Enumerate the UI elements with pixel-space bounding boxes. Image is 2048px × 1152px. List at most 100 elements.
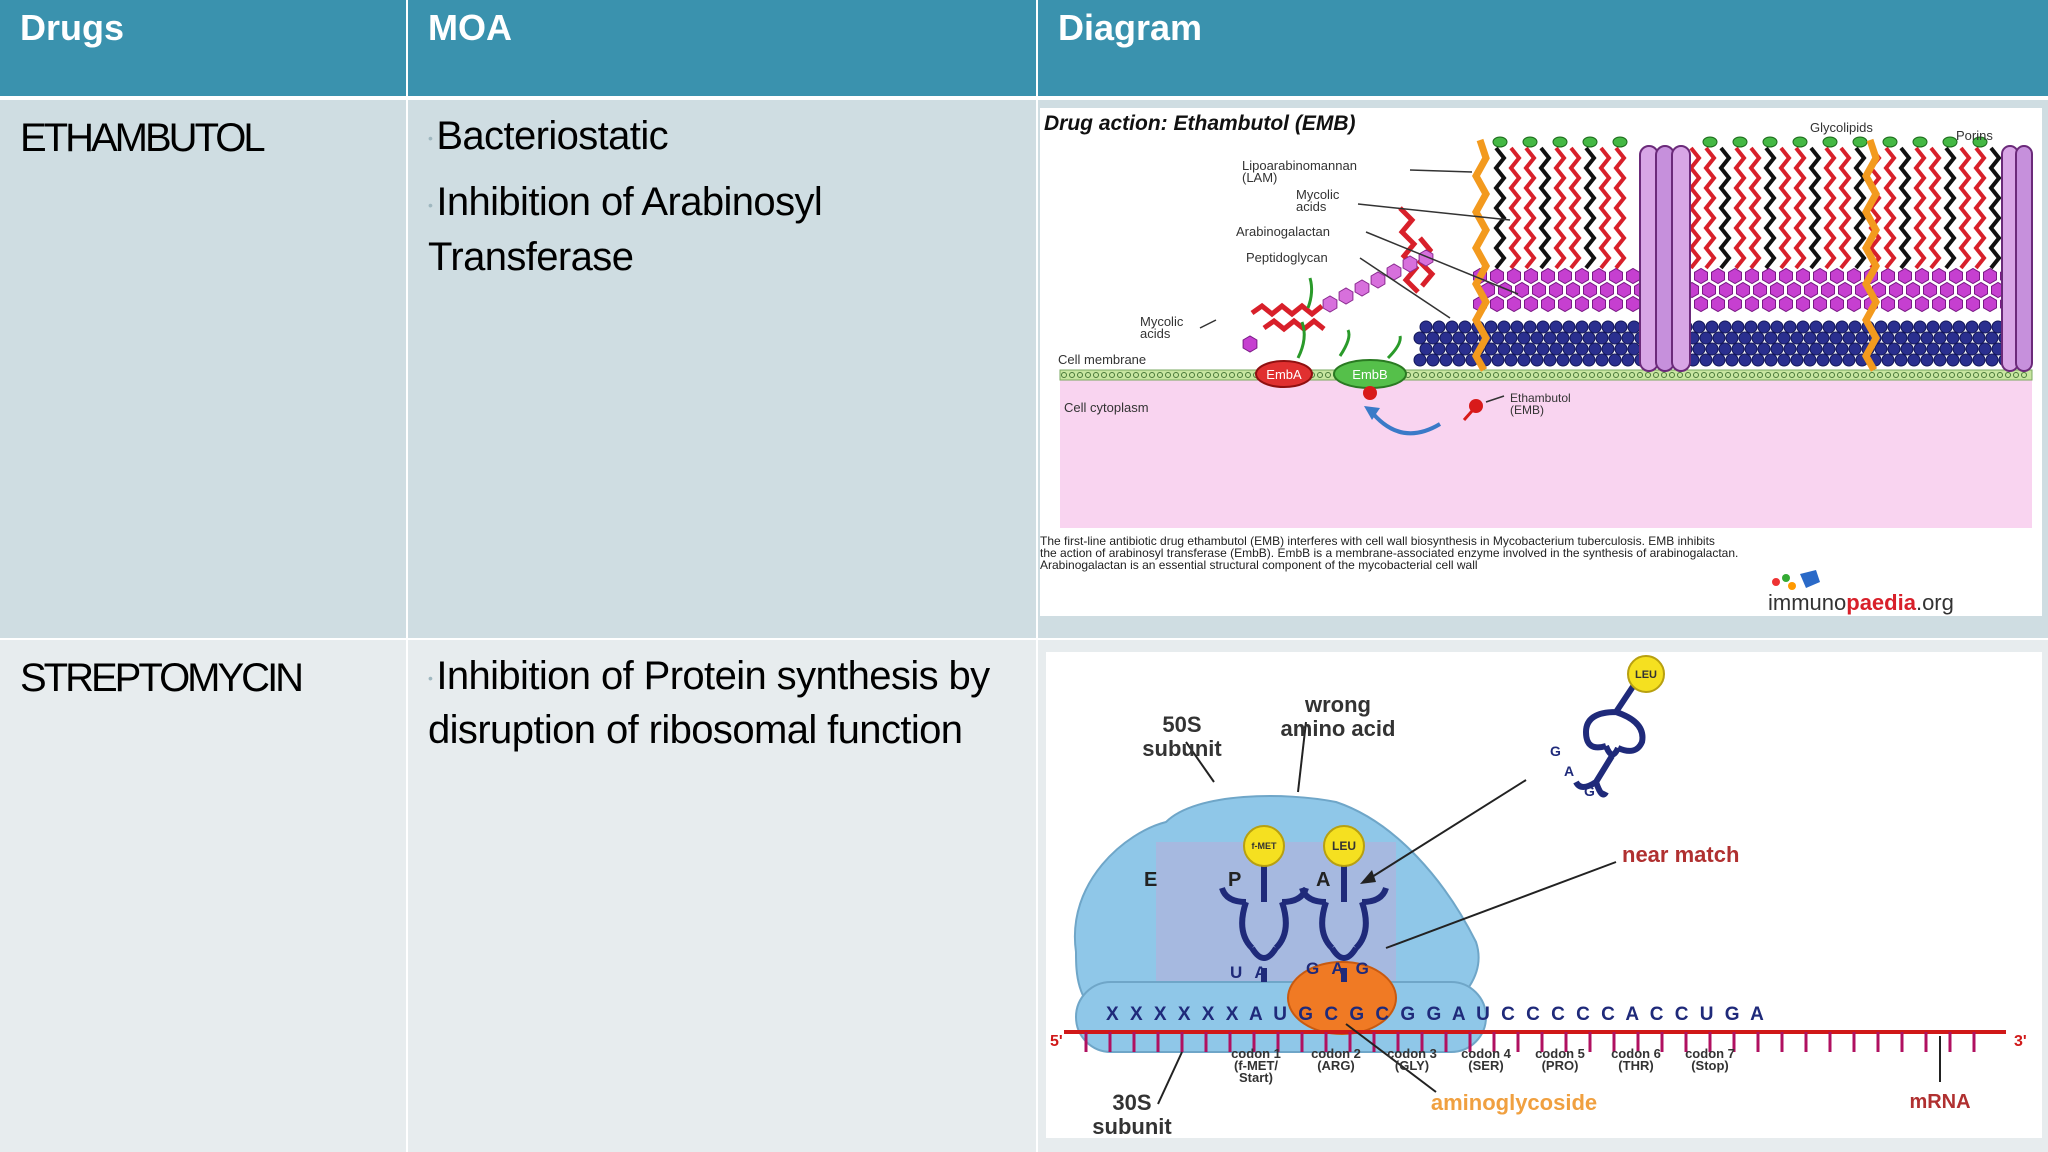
codon-label: codon 7 xyxy=(1685,1046,1735,1061)
arabinogalactan-unit xyxy=(1830,267,1844,285)
porins-label: Porins xyxy=(1956,128,1993,143)
arabinogalactan-unit xyxy=(1906,281,1920,299)
peptidoglycan-unit xyxy=(1881,353,1895,367)
peptidoglycan-unit xyxy=(1952,320,1966,334)
arabinogalactan-label: Arabinogalactan xyxy=(1236,224,1330,239)
peptidoglycan-unit xyxy=(1731,320,1745,334)
arabinogalactan-unit xyxy=(1736,281,1750,299)
a-site-anticodon: G A G xyxy=(1306,959,1373,978)
peptidoglycan-unit xyxy=(1549,320,1563,334)
codon-labels: codon 1(f-MET/Start)codon 2(ARG)codon 3(… xyxy=(1231,1046,1735,1085)
arabinogalactan-unit xyxy=(1787,281,1801,299)
moa-text: Inhibition of Protein synthesis by disru… xyxy=(428,654,990,753)
mycolic-acid-chain xyxy=(1568,146,1582,270)
codon-label: (PRO) xyxy=(1542,1058,1579,1073)
peptidoglycan-unit xyxy=(1413,353,1427,367)
moa-item: •Inhibition of Arabinosyl Transferase xyxy=(428,176,1036,282)
mycolic-acid-chain xyxy=(1703,146,1717,270)
arabinogalactan-unit xyxy=(1949,295,1963,313)
peptidoglycan-label: Peptidoglycan xyxy=(1246,250,1328,265)
peptidoglycan-unit xyxy=(1458,342,1472,356)
glycolipid-head xyxy=(1912,136,1928,148)
peptidoglycan-unit xyxy=(1543,353,1557,367)
arabinogalactan-unit xyxy=(1600,281,1614,299)
arabinogalactan-unit xyxy=(1923,281,1937,299)
peptidoglycan-unit xyxy=(1900,320,1914,334)
peptidoglycan-unit xyxy=(1920,353,1934,367)
drug-cell-streptomycin: STREPTOMYCIN xyxy=(0,640,406,1152)
peptidoglycan-unit xyxy=(1809,342,1823,356)
peptidoglycan-unit xyxy=(1777,331,1791,345)
mycolic-acid-chain xyxy=(1778,146,1792,270)
mycolic-acid-chain xyxy=(1748,146,1762,270)
free-mycolic-acids xyxy=(1250,302,1324,318)
arabinogalactan-unit xyxy=(1728,295,1742,313)
peptidoglycan-unit xyxy=(1744,320,1758,334)
glycolipid-head xyxy=(1822,136,1838,148)
peptidoglycan-unit xyxy=(1894,331,1908,345)
arabinogalactan-unit xyxy=(1889,281,1903,299)
wrong-amino-acid-label-2: amino acid xyxy=(1281,716,1396,741)
peptidoglycan-unit xyxy=(1491,353,1505,367)
peptidoglycan-unit xyxy=(1848,342,1862,356)
five-prime-label: 5' xyxy=(1050,1033,1063,1050)
mycolic-acid-chain xyxy=(1853,146,1867,270)
three-prime-label: 3' xyxy=(2014,1033,2027,1050)
mycolic-acid-chain xyxy=(1538,146,1552,270)
peptidoglycan-unit xyxy=(1803,353,1817,367)
peptidoglycan-unit xyxy=(1419,320,1433,334)
peptidoglycan-unit xyxy=(1783,320,1797,334)
glycolipid-head xyxy=(1582,136,1598,148)
peptidoglycan-unit xyxy=(1608,353,1622,367)
peptidoglycan-unit xyxy=(1907,353,1921,367)
50s-label-2: subunit xyxy=(1142,736,1222,761)
peptidoglycan-unit xyxy=(1530,331,1544,345)
peptidoglycan-unit xyxy=(1907,331,1921,345)
peptidoglycan-unit xyxy=(1783,342,1797,356)
caption-line: the action of arabinosyl transferase (Em… xyxy=(1040,546,1738,560)
peptidoglycan-layer xyxy=(1413,320,2031,367)
peptidoglycan-unit xyxy=(1621,353,1635,367)
header-moa: MOA xyxy=(408,0,1036,96)
anticodon-letter: G xyxy=(1584,783,1595,799)
peptidoglycan-unit xyxy=(1543,331,1557,345)
peptidoglycan-unit xyxy=(1764,331,1778,345)
peptidoglycan-unit xyxy=(1627,320,1641,334)
peptidoglycan-unit xyxy=(1718,342,1732,356)
site-a-label: A xyxy=(1316,869,1330,891)
peptidoglycan-unit xyxy=(1829,331,1843,345)
peptidoglycan-unit xyxy=(1965,342,1979,356)
peptidoglycan-unit xyxy=(1523,342,1537,356)
peptidoglycan-unit xyxy=(1835,342,1849,356)
logo-text: immunopaedia.org xyxy=(1768,590,1954,615)
mycolic-label-2: acids xyxy=(1296,199,1327,214)
drug-cell-ethambutol: ETHAMBUTOL xyxy=(0,100,406,638)
peptidoglycan-unit xyxy=(1952,342,1966,356)
arabinogalactan-unit xyxy=(1949,267,1963,285)
peptidoglycan-unit xyxy=(1894,353,1908,367)
moa-cell-ethambutol: •Bacteriostatic •Inhibition of Arabinosy… xyxy=(408,100,1036,638)
peptidoglycan-unit xyxy=(1465,331,1479,345)
peptidoglycan-unit xyxy=(1874,320,1888,334)
peptidoglycan-unit xyxy=(1699,353,1713,367)
arabinogalactan-unit xyxy=(1915,295,1929,313)
glycolipid-head xyxy=(1762,136,1778,148)
peptidoglycan-unit xyxy=(1491,331,1505,345)
peptidoglycan-unit xyxy=(1419,342,1433,356)
arabinogalactan-unit xyxy=(1974,281,1988,299)
arabinogalactan-unit xyxy=(1524,295,1538,313)
mycolic-left-label: Mycolic xyxy=(1140,314,1184,329)
peptidoglycan-unit xyxy=(1881,331,1895,345)
arabinogalactan-unit xyxy=(1898,295,1912,313)
arabinogalactan-unit xyxy=(1541,267,1555,285)
peptidoglycan-unit xyxy=(1712,353,1726,367)
lam-label-2: (LAM) xyxy=(1242,170,1277,185)
mycolic-acid-chain xyxy=(1928,146,1942,270)
peptidoglycan-unit xyxy=(1692,320,1706,334)
peptidoglycan-unit xyxy=(1569,353,1583,367)
arabinogalactan-unit xyxy=(1592,267,1606,285)
codon-label: (Stop) xyxy=(1691,1058,1729,1073)
peptidoglycan-unit xyxy=(1972,331,1986,345)
peptidoglycan-unit xyxy=(1770,320,1784,334)
mrna-ticks xyxy=(1084,1032,1976,1052)
